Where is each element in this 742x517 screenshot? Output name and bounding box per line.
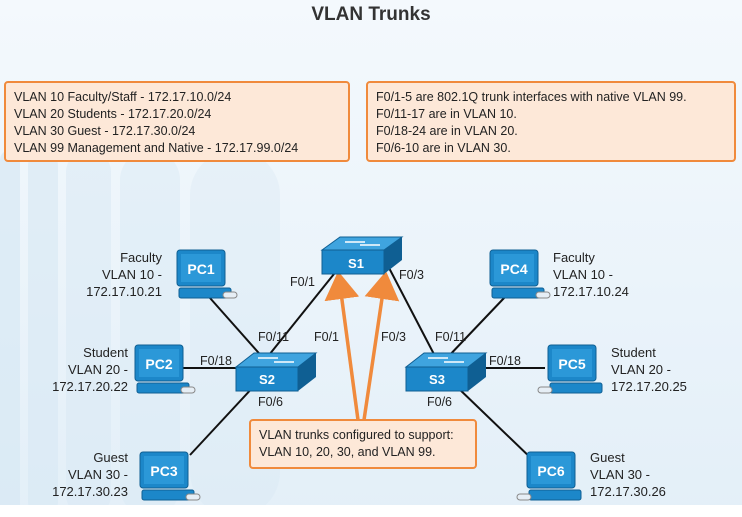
link-pc1-s2 [209,297,266,361]
trunk-callout-box: VLAN trunks configured to support: VLAN … [249,419,477,469]
pc3-description: Guest VLAN 30 - 172.17.30.23 [52,449,128,500]
switch-s1[interactable]: S1 [320,236,404,275]
pc1-ip: 172.17.10.21 [86,284,162,299]
port-s2-f06: F0/6 [258,395,284,409]
pc2-description: Student VLAN 20 - 172.17.20.22 [52,344,128,395]
port-s3-f018: F0/18 [489,354,521,368]
pc2[interactable]: PC2 [134,344,196,394]
vlan-info-line: VLAN 99 Management and Native - 172.17.9… [14,141,299,155]
pc6-role: Guest [590,450,625,465]
pc2-vlan: VLAN 20 - [68,362,128,377]
pc2-role: Student [83,345,128,360]
switch-s1-label: S1 [348,256,364,271]
pc6[interactable]: PC6 [516,451,582,501]
port-s3-f06: F0/6 [427,395,453,409]
switch-s3[interactable]: S3 [404,352,488,392]
port-info-line: F0/1-5 are 802.1Q trunk interfaces with … [376,90,687,104]
pc5-label: PC5 [558,356,585,372]
port-info-box: F0/1-5 are 802.1Q trunk interfaces with … [366,81,736,162]
port-info-line: F0/6-10 are in VLAN 30. [376,141,511,155]
callout-line: VLAN 10, 20, 30, and VLAN 99. [259,445,436,459]
callout-line: VLAN trunks configured to support: [259,428,454,442]
link-pc4-s3 [444,296,506,361]
pc1-vlan: VLAN 10 - [102,267,162,282]
port-s1-f01: F0/1 [290,275,316,289]
pc5-description: Student VLAN 20 - 172.17.20.25 [611,344,687,395]
vlan-info-box: VLAN 10 Faculty/Staff - 172.17.10.0/24 V… [4,81,350,162]
pc4-description: Faculty VLAN 10 - 172.17.10.24 [553,249,629,300]
pc4-vlan: VLAN 10 - [553,267,613,282]
pc3-vlan: VLAN 30 - [68,467,128,482]
port-info-line: F0/18-24 are in VLAN 20. [376,124,518,138]
pc1-role: Faculty [120,250,162,265]
pc4-ip: 172.17.10.24 [553,284,629,299]
pc5-ip: 172.17.20.25 [611,379,687,394]
pc5-vlan: VLAN 20 - [611,362,671,377]
port-s3-f03: F0/3 [381,330,407,344]
pc2-label: PC2 [145,356,172,372]
switch-s2[interactable]: S2 [234,352,318,392]
pc6-ip: 172.17.30.26 [590,484,666,499]
port-s1-f03: F0/3 [399,268,425,282]
pc3-ip: 172.17.30.23 [52,484,128,499]
port-s2-f01: F0/1 [314,330,340,344]
pc6-description: Guest VLAN 30 - 172.17.30.26 [590,449,666,500]
pc4-role: Faculty [553,250,595,265]
link-pc3-s2 [189,384,256,456]
port-s3-f011: F0/11 [435,330,467,344]
link-pc6-s3 [454,384,536,463]
switch-s2-label: S2 [259,372,275,387]
arrow-to-s1-f01 [324,271,360,421]
vlan-info-line: VLAN 30 Guest - 172.17.30.0/24 [14,124,196,138]
pc6-vlan: VLAN 30 - [590,467,650,482]
pc3[interactable]: PC3 [139,451,201,501]
pc1-description: Faculty VLAN 10 - 172.17.10.21 [86,249,162,300]
pc1-label: PC1 [187,261,214,277]
arrow-to-s1-f03 [362,271,400,421]
pc3-label: PC3 [150,463,177,479]
pc5-role: Student [611,345,656,360]
vlan-info-line: VLAN 20 Students - 172.17.20.0/24 [14,107,212,121]
switch-s3-label: S3 [429,372,445,387]
port-s2-f011: F0/11 [258,330,290,344]
pc5[interactable]: PC5 [537,344,603,394]
pc2-ip: 172.17.20.22 [52,379,128,394]
port-info-line: F0/11-17 are in VLAN 10. [376,107,517,121]
pc4[interactable]: PC4 [489,249,551,299]
pc6-label: PC6 [537,463,564,479]
page-title: VLAN Trunks [311,4,431,25]
pc1[interactable]: PC1 [176,249,238,299]
vlan-info-line: VLAN 10 Faculty/Staff - 172.17.10.0/24 [14,90,232,104]
pc4-label: PC4 [500,261,527,277]
pc3-role: Guest [93,450,128,465]
port-s2-f018: F0/18 [200,354,232,368]
